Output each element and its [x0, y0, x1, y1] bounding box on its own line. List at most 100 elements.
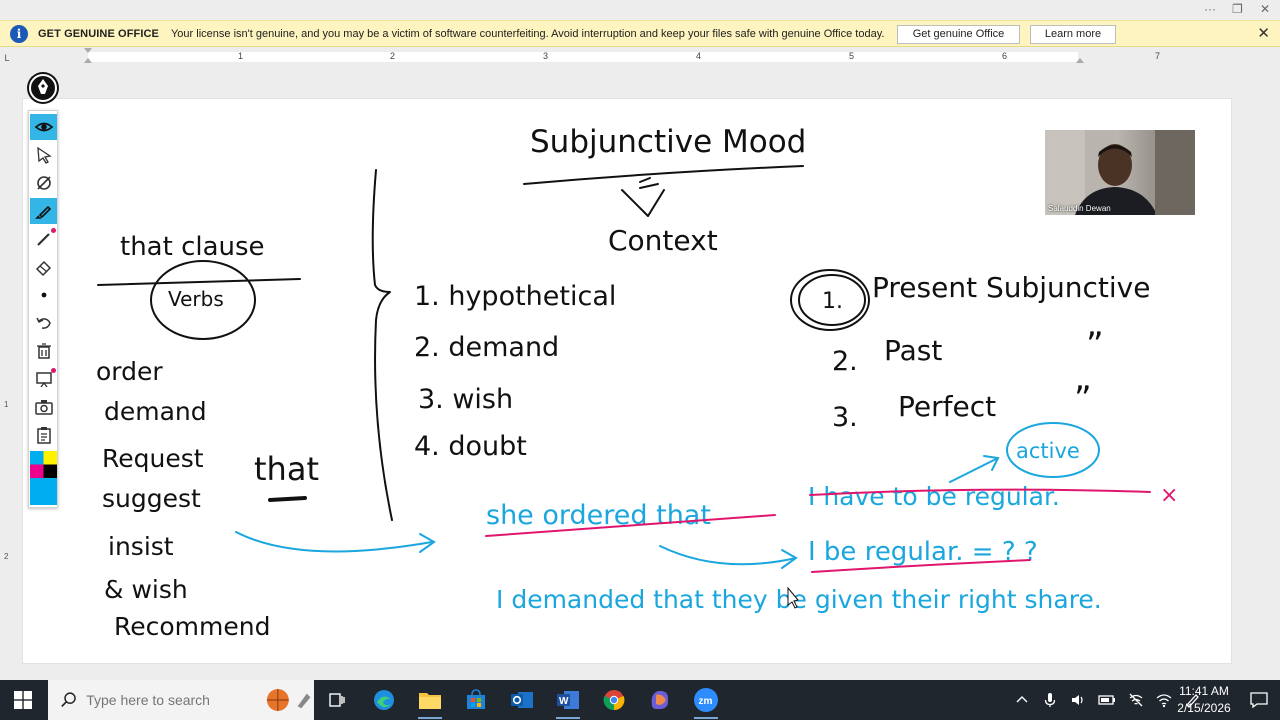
pen-workspace-icon[interactable]	[1184, 692, 1200, 708]
wifi-icon[interactable]	[1156, 692, 1172, 708]
pink-underline-sentence2	[811, 559, 1031, 573]
ink-context: Context	[608, 224, 718, 257]
webcam-feed[interactable]: Salauddin Dewan	[1045, 130, 1195, 215]
notification-icon[interactable]	[1238, 680, 1280, 720]
restore-icon[interactable]: ❐	[1232, 2, 1243, 16]
clipboard-icon[interactable]	[30, 422, 57, 448]
laser-pointer-icon[interactable]	[30, 170, 57, 196]
first-line-indent-marker[interactable]	[84, 48, 92, 53]
zoom-icon[interactable]: zm	[684, 680, 728, 720]
ruler-number: 4	[696, 51, 702, 61]
whiteboard-icon[interactable]	[30, 366, 57, 392]
title-tick-marks	[639, 177, 659, 189]
highlighter-icon[interactable]	[30, 198, 57, 224]
hanging-indent-marker[interactable]	[84, 58, 92, 63]
verb-item: demand	[104, 397, 207, 426]
battery-icon[interactable]	[1098, 693, 1116, 707]
ruler-number: 2	[390, 51, 396, 61]
speaker-icon[interactable]	[1070, 692, 1086, 708]
type-number: 2.	[832, 346, 858, 377]
ruler-number: 1	[238, 51, 244, 61]
pen-color-indicator	[51, 228, 56, 233]
ruler-number: 6	[1002, 51, 1008, 61]
pink-underline-sentence1	[485, 514, 776, 537]
use-item: 3. wish	[418, 384, 513, 415]
search-input[interactable]	[86, 692, 247, 708]
ink-annotations: Subjunctive Mood Context that clause Ver…	[96, 124, 1178, 641]
document-page[interactable]	[22, 98, 1232, 664]
word-icon[interactable]: W	[546, 680, 590, 720]
camera-icon[interactable]	[30, 394, 57, 420]
clock[interactable]: 11:41 AM 2/15/2026	[1168, 683, 1240, 717]
taskbar-search[interactable]	[48, 680, 314, 720]
close-window-icon[interactable]: ✕	[1260, 2, 1271, 16]
verb-item: order	[96, 357, 163, 386]
chevron-up-icon[interactable]	[1014, 692, 1030, 708]
banner-message: Your license isn't genuine, and you may …	[170, 27, 885, 40]
microphone-icon[interactable]	[1042, 692, 1058, 708]
blue-arrow-mid	[659, 545, 797, 566]
ink-sentence3: I demanded that they be given their righ…	[496, 585, 1102, 614]
ink-strikethrough: I have to be regular.	[808, 482, 1060, 511]
vruler-number: 1	[4, 400, 9, 409]
file-explorer-icon[interactable]	[408, 680, 452, 720]
ink-active: active	[1016, 439, 1080, 463]
chrome-icon[interactable]	[592, 680, 636, 720]
no-network-icon[interactable]	[1128, 692, 1144, 708]
verbs-circle	[150, 260, 256, 340]
get-genuine-office-button[interactable]: Get genuine Office	[897, 25, 1020, 44]
outlook-icon[interactable]	[500, 680, 544, 720]
ink-cross: ×	[1160, 483, 1178, 508]
tab-selector[interactable]: L	[4, 53, 10, 63]
search-icon	[61, 692, 76, 707]
start-button[interactable]	[0, 680, 46, 720]
dot-size-icon[interactable]	[30, 282, 57, 308]
word-label: W	[559, 696, 569, 707]
copilot-icon[interactable]	[638, 680, 682, 720]
ruler-number: 5	[849, 51, 855, 61]
present-circle-inner	[798, 274, 866, 326]
present-circle	[790, 269, 870, 331]
eye-icon[interactable]	[30, 114, 57, 140]
pen-icon[interactable]	[30, 226, 57, 252]
store-icon[interactable]	[454, 680, 498, 720]
search-highlight-icon[interactable]	[294, 689, 314, 711]
type-label: Present Subjunctive	[872, 271, 1150, 304]
color-swatches[interactable]	[30, 451, 57, 505]
right-indent-marker[interactable]	[1076, 58, 1084, 63]
ink-title: Subjunctive Mood	[530, 124, 806, 160]
task-view-icon[interactable]	[315, 680, 359, 720]
ink-that: that	[254, 450, 319, 488]
banner-title: GET GENUINE OFFICE	[38, 27, 159, 40]
title-strip: ··· ❐ ✕	[0, 0, 1280, 20]
ink-sentence2: I be regular. = ? ?	[808, 537, 1038, 567]
pen-logo-icon[interactable]	[27, 72, 59, 104]
presenter-video	[1045, 130, 1195, 215]
ruler-track[interactable]	[88, 52, 1078, 62]
select-arrow-icon[interactable]	[30, 142, 57, 168]
ditto-mark: ”	[1074, 379, 1092, 419]
more-options-icon[interactable]: ···	[1204, 2, 1216, 16]
eraser-icon[interactable]	[30, 254, 57, 280]
trash-icon[interactable]	[30, 338, 57, 364]
whiteboard-indicator	[51, 368, 56, 373]
mouse-cursor-icon	[787, 586, 799, 609]
basketball-icon[interactable]	[266, 687, 290, 713]
undo-icon[interactable]	[30, 310, 57, 336]
use-item: 1. hypothetical	[414, 281, 616, 312]
learn-more-button[interactable]: Learn more	[1030, 25, 1116, 44]
use-item: 4. doubt	[414, 431, 527, 462]
verb-item: & wish	[104, 575, 188, 604]
license-banner: i GET GENUINE OFFICE Your license isn't …	[0, 20, 1280, 47]
banner-close-icon[interactable]: ✕	[1257, 25, 1270, 42]
ruler-number: 3	[543, 51, 549, 61]
type-number: 1.	[822, 289, 843, 314]
vruler-number: 2	[4, 552, 9, 561]
ink-sentence1: she ordered that	[486, 500, 711, 531]
that-clause-line	[97, 278, 301, 286]
verb-item: Recommend	[114, 612, 270, 641]
edge-icon[interactable]	[362, 680, 406, 720]
that-underline	[268, 496, 307, 502]
blue-arrowhead-active	[983, 455, 1000, 471]
vertical-ruler: 1 2	[4, 96, 14, 676]
